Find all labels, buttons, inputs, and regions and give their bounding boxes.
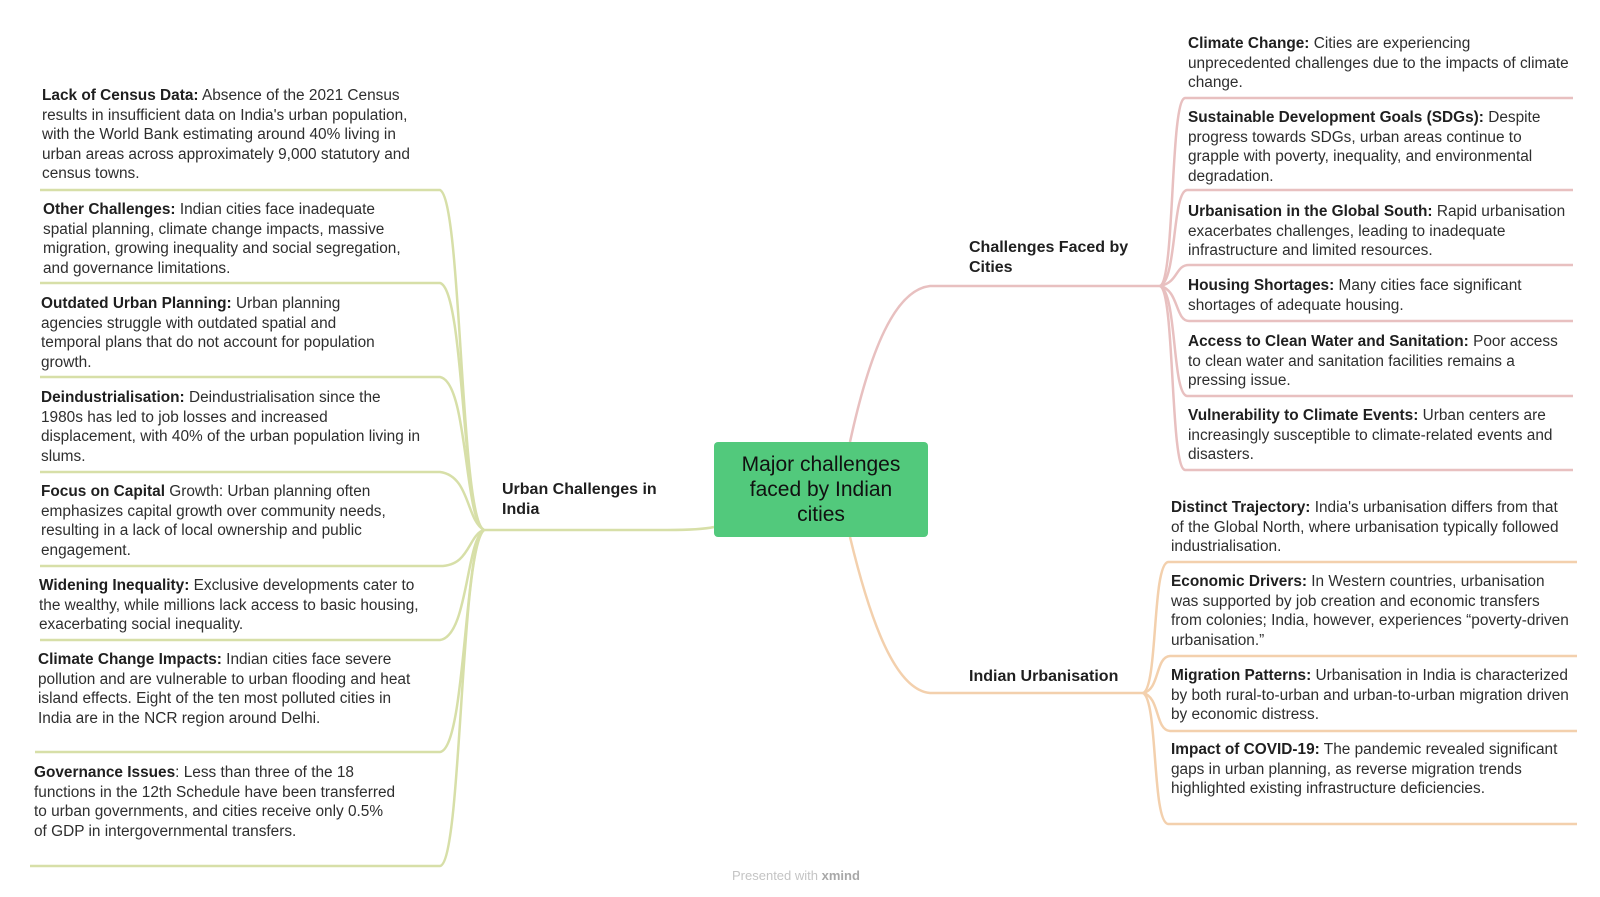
leaf-title: Economic Drivers: bbox=[1171, 573, 1307, 590]
leaf-title: Outdated Urban Planning: bbox=[41, 295, 232, 312]
leaf-title: Lack of Census Data: bbox=[42, 87, 199, 104]
top-right-connectors bbox=[848, 96, 1573, 472]
leaf-title: Other Challenges: bbox=[43, 201, 176, 218]
leaf-text: Indian cities face severe pollution and … bbox=[38, 651, 411, 727]
left-connectors bbox=[30, 188, 715, 868]
leaf-title: Climate Change: bbox=[1188, 35, 1310, 52]
leaf-text: : Less than three of the 18 functions in… bbox=[34, 764, 396, 840]
central-topic[interactable]: Major challenges faced by Indian cities bbox=[714, 442, 928, 537]
leaf-text: India's urbanisation differs from that o… bbox=[1171, 499, 1559, 556]
leaf-title: Distinct Trajectory: bbox=[1171, 499, 1311, 516]
leaf-title: Widening Inequality: bbox=[39, 577, 190, 594]
leaf-text: Urbanisation in India is characterized b… bbox=[1171, 667, 1569, 724]
leaf-lack-of-census-data[interactable]: Lack of Census Data: Absence of the 2021… bbox=[42, 86, 422, 184]
leaf-title: Impact of COVID-19: bbox=[1171, 741, 1320, 758]
footer-credit: Presented with xmind bbox=[732, 868, 860, 883]
leaf-text: In Western countries, urbanisation was s… bbox=[1171, 573, 1569, 649]
leaf-title: Urbanisation in the Global South: bbox=[1188, 203, 1433, 220]
leaf-title: Governance Issues bbox=[34, 764, 176, 781]
xmind-logo: xmind bbox=[821, 868, 860, 883]
leaf-text: Poor access to clean water and sanitatio… bbox=[1188, 333, 1558, 390]
leaf-text: Absence of the 2021 Census results in in… bbox=[42, 87, 410, 183]
leaf-title: Deindustrialisation: bbox=[41, 389, 185, 406]
branch-label: Urban Challenges in India bbox=[502, 481, 657, 518]
leaf-title: Housing Shortages: bbox=[1188, 277, 1335, 294]
leaf-access-clean-water[interactable]: Access to Clean Water and Sanitation: Po… bbox=[1188, 332, 1573, 391]
leaf-text: Growth: Urban planning often emphasizes … bbox=[41, 483, 386, 559]
central-topic-label: Major challenges faced by Indian cities bbox=[741, 453, 901, 526]
connector-central-to-indian-urbanisation bbox=[848, 536, 1143, 695]
leaf-vulnerability-climate-events[interactable]: Vulnerability to Climate Events: Urban c… bbox=[1188, 406, 1573, 465]
leaf-title: Focus on Capital bbox=[41, 483, 165, 500]
leaf-economic-drivers[interactable]: Economic Drivers: In Western countries, … bbox=[1171, 572, 1571, 650]
leaf-urbanisation-global-south[interactable]: Urbanisation in the Global South: Rapid … bbox=[1188, 202, 1573, 261]
leaf-title: Vulnerability to Climate Events: bbox=[1188, 407, 1419, 424]
connector-central-to-challenges-faced bbox=[848, 284, 1160, 443]
branch-label: Challenges Faced by Cities bbox=[969, 239, 1129, 276]
leaf-text: Indian cities face inadequate spatial pl… bbox=[43, 201, 401, 277]
leaf-title: Climate Change Impacts: bbox=[38, 651, 222, 668]
leaf-climate-change[interactable]: Climate Change: Cities are experiencing … bbox=[1188, 34, 1573, 93]
branch-urban-challenges-in-india[interactable]: Urban Challenges in India bbox=[502, 480, 692, 520]
leaf-widening-inequality[interactable]: Widening Inequality: Exclusive developme… bbox=[39, 576, 419, 635]
connector-central-to-urban-challenges bbox=[484, 525, 715, 532]
leaf-text: Urban planning agencies struggle with ou… bbox=[41, 295, 375, 371]
leaf-text: Despite progress towards SDGs, urban are… bbox=[1188, 109, 1541, 185]
leaf-distinct-trajectory[interactable]: Distinct Trajectory: India's urbanisatio… bbox=[1171, 498, 1571, 557]
leaf-text: Deindustrialisation since the 1980s has … bbox=[41, 389, 421, 465]
leaf-impact-covid-19[interactable]: Impact of COVID-19: The pandemic reveale… bbox=[1171, 740, 1571, 799]
leaf-title: Migration Patterns: bbox=[1171, 667, 1312, 684]
leaf-deindustrialisation[interactable]: Deindustrialisation: Deindustrialisation… bbox=[41, 388, 421, 466]
leaf-migration-patterns[interactable]: Migration Patterns: Urbanisation in Indi… bbox=[1171, 666, 1571, 725]
branch-label: Indian Urbanisation bbox=[969, 668, 1119, 685]
leaf-housing-shortages[interactable]: Housing Shortages: Many cities face sign… bbox=[1188, 276, 1573, 315]
leaf-sustainable-development-goals[interactable]: Sustainable Development Goals (SDGs): De… bbox=[1188, 108, 1573, 186]
leaf-governance-issues[interactable]: Governance Issues: Less than three of th… bbox=[34, 763, 396, 841]
leaf-other-challenges[interactable]: Other Challenges: Indian cities face ina… bbox=[43, 200, 423, 278]
leaf-outdated-urban-planning[interactable]: Outdated Urban Planning: Urban planning … bbox=[41, 294, 386, 372]
leaf-text: Cities are experiencing unprecedented ch… bbox=[1188, 35, 1569, 92]
bottom-right-connectors bbox=[848, 536, 1577, 826]
leaf-text: Rapid urbanisation exacerbates challenge… bbox=[1188, 203, 1566, 260]
leaf-text: Exclusive developments cater to the weal… bbox=[39, 577, 419, 634]
leaf-focus-on-capital-growth[interactable]: Focus on Capital Growth: Urban planning … bbox=[41, 482, 416, 560]
footer-prefix: Presented with bbox=[732, 868, 822, 883]
leaf-text: Many cities face significant shortages o… bbox=[1188, 277, 1522, 314]
leaf-text: The pandemic revealed significant gaps i… bbox=[1171, 741, 1558, 798]
branch-challenges-faced-by-cities[interactable]: Challenges Faced by Cities bbox=[969, 238, 1159, 278]
leaf-title: Sustainable Development Goals (SDGs): bbox=[1188, 109, 1484, 126]
leaf-title: Access to Clean Water and Sanitation: bbox=[1188, 333, 1469, 350]
leaf-climate-change-impacts[interactable]: Climate Change Impacts: Indian cities fa… bbox=[38, 650, 423, 728]
branch-indian-urbanisation[interactable]: Indian Urbanisation bbox=[969, 667, 1159, 687]
leaf-text: Urban centers are increasingly susceptib… bbox=[1188, 407, 1553, 464]
